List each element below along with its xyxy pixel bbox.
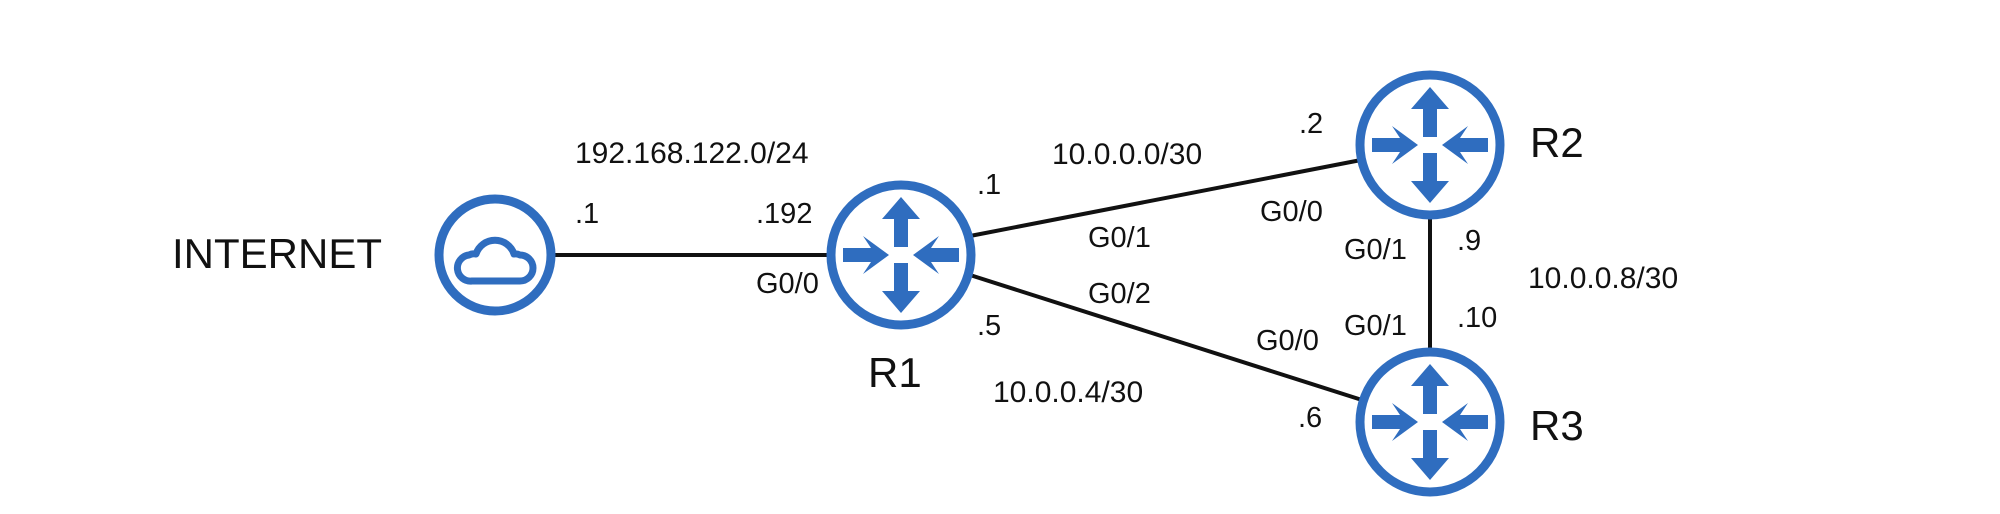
network-label-r1-r2: 10.0.0.0/30: [1052, 138, 1202, 171]
host-r3-g00: .6: [1298, 402, 1322, 434]
cloud-icon: [453, 236, 537, 285]
host-r2-g00: .2: [1299, 108, 1323, 140]
host-r1-g00: .192: [756, 198, 812, 230]
internet-node-ring: [434, 194, 556, 316]
iface-r3-g00: G0/0: [1256, 325, 1319, 357]
router-r2[interactable]: [1355, 70, 1505, 220]
iface-r2-g01: G0/1: [1344, 234, 1407, 266]
router-r2-label: R2: [1530, 119, 1584, 166]
iface-r2-g00: G0/0: [1260, 196, 1323, 228]
router-r3-label: R3: [1530, 402, 1584, 449]
network-label-internet-r1: 192.168.122.0/24: [575, 137, 809, 170]
iface-r1-g00: G0/0: [756, 268, 819, 300]
iface-r1-g02: G0/2: [1088, 278, 1151, 310]
router-r3[interactable]: [1355, 347, 1505, 497]
network-label-r1-r3: 10.0.0.4/30: [993, 376, 1143, 409]
internet-node[interactable]: [434, 194, 556, 316]
host-internet: .1: [575, 198, 599, 230]
network-label-r2-r3: 10.0.0.8/30: [1528, 262, 1678, 295]
router-r1-ring: [826, 180, 976, 330]
internet-label: INTERNET: [172, 230, 382, 277]
router-r1-label: R1: [868, 349, 922, 396]
iface-r1-g01: G0/1: [1088, 222, 1151, 254]
router-r1[interactable]: [826, 180, 976, 330]
router-r3-ring: [1355, 347, 1505, 497]
host-r1-g02: .5: [977, 310, 1001, 342]
link-r1-r2: [969, 158, 1362, 238]
host-r3-g01: .10: [1457, 302, 1497, 334]
host-r2-g01: .9: [1457, 225, 1481, 257]
router-r2-ring: [1355, 70, 1505, 220]
iface-r3-g01: G0/1: [1344, 310, 1407, 342]
link-r1-r3: [969, 273, 1363, 402]
host-r1-g01: .1: [977, 169, 1001, 201]
